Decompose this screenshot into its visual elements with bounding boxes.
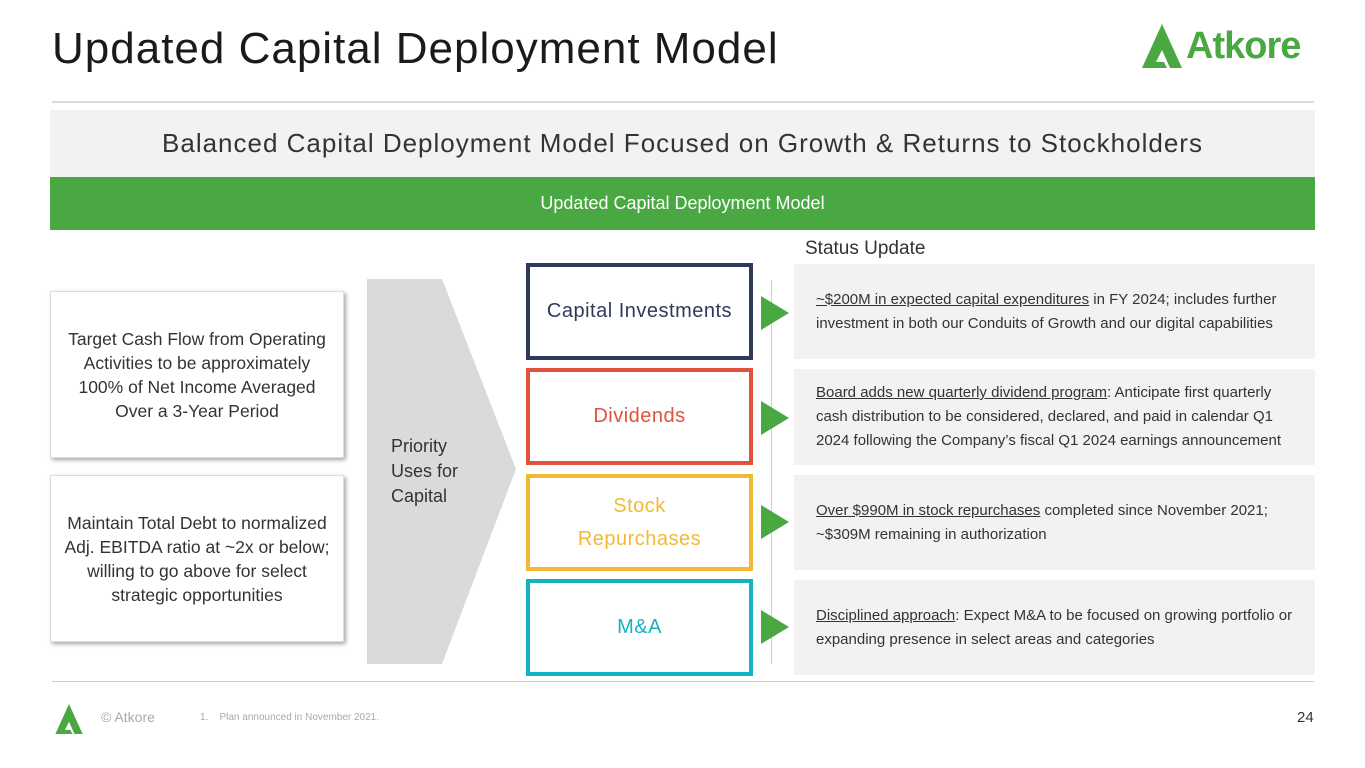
arrow-right-icon (761, 401, 789, 435)
divider (771, 280, 772, 664)
logo-text: Atkore (1186, 24, 1301, 67)
status-text: : Anticipate first quarterly cash distri… (816, 384, 1282, 449)
status-highlight: Board adds new quarterly dividend progra… (816, 384, 1107, 401)
page-number: 24 (1297, 709, 1314, 726)
footnote: 1. Plan announced in November 2021. (200, 712, 379, 723)
atkore-logo: Atkore (1142, 24, 1301, 68)
status-ma: Disciplined approach: Expect M&A to be f… (794, 580, 1315, 675)
priority-chevron (367, 279, 516, 664)
status-header: Status Update (805, 238, 926, 259)
cash-flow-target-box: Target Cash Flow from Operating Activiti… (50, 291, 344, 458)
priority-label: Priority Uses for Capital (391, 436, 459, 506)
footnote-number: 1. (200, 712, 209, 723)
arrow-right-icon (761, 610, 789, 644)
status-stock-repurchases: Over $990M in stock repurchases complete… (794, 475, 1315, 570)
page-title: Updated Capital Deployment Model (52, 24, 779, 73)
copyright: © Atkore (101, 709, 155, 725)
footnote-text: Plan announced in November 2021. (219, 712, 380, 723)
status-text: in FY 2024; includes further investment … (816, 290, 1277, 332)
status-text: : Expect M&A to be focused on growing po… (816, 606, 1293, 648)
status-dividends: Board adds new quarterly dividend progra… (794, 369, 1315, 465)
debt-ratio-box: Maintain Total Debt to normalized Adj. E… (50, 475, 344, 642)
stock-repurchases-box: Stock Repurchases (526, 474, 753, 571)
capital-investments-box: Capital Investments (526, 263, 753, 360)
banner-heading: Balanced Capital Deployment Model Focuse… (50, 110, 1315, 177)
status-highlight: Disciplined approach (816, 606, 956, 624)
status-highlight: ~$200M in expected capital expenditures (816, 290, 1090, 308)
arrow-right-icon (761, 296, 789, 330)
status-highlight: Over $990M in stock repurchases (816, 501, 1041, 519)
section-bar: Updated Capital Deployment Model (50, 177, 1315, 230)
atkore-logo-icon (1142, 24, 1182, 68)
arrow-right-icon (761, 505, 789, 539)
ma-box: M&A (526, 579, 753, 676)
footer-divider (52, 681, 1314, 682)
status-text: completed since November 2021; ~$309M re… (816, 501, 1268, 543)
status-capital-investments: ~$200M in expected capital expenditures … (794, 264, 1315, 359)
atkore-footer-logo-icon (55, 704, 83, 734)
divider (52, 101, 1314, 103)
dividends-box: Dividends (526, 368, 753, 465)
